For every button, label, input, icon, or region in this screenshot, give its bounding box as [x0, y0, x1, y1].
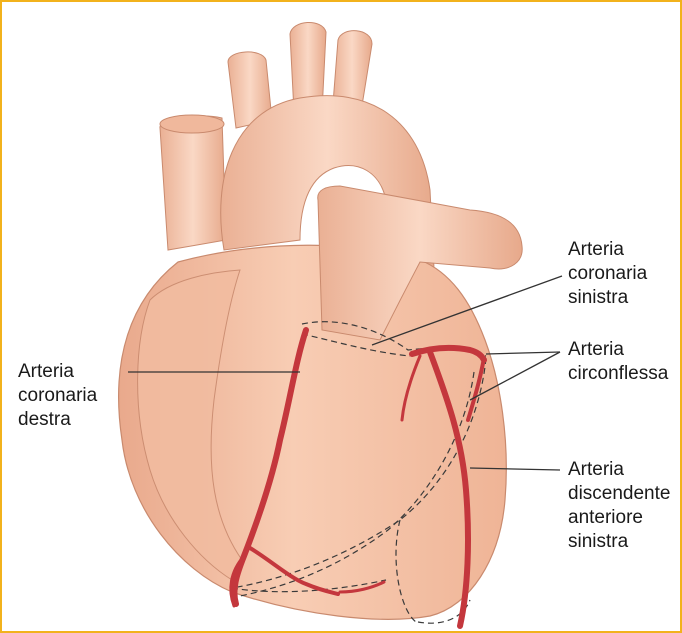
label-right-coronary: Arteria coronaria destra [18, 360, 97, 432]
svc-opening [160, 115, 224, 133]
leader-circumflex-1 [486, 352, 560, 354]
label-lad: Arteria discendente anteriore sinistra [568, 458, 670, 554]
label-circumflex: Arteria circonflessa [568, 338, 668, 386]
superior-vena-cava [160, 116, 226, 250]
label-left-coronary: Arteria coronaria sinistra [568, 238, 647, 310]
